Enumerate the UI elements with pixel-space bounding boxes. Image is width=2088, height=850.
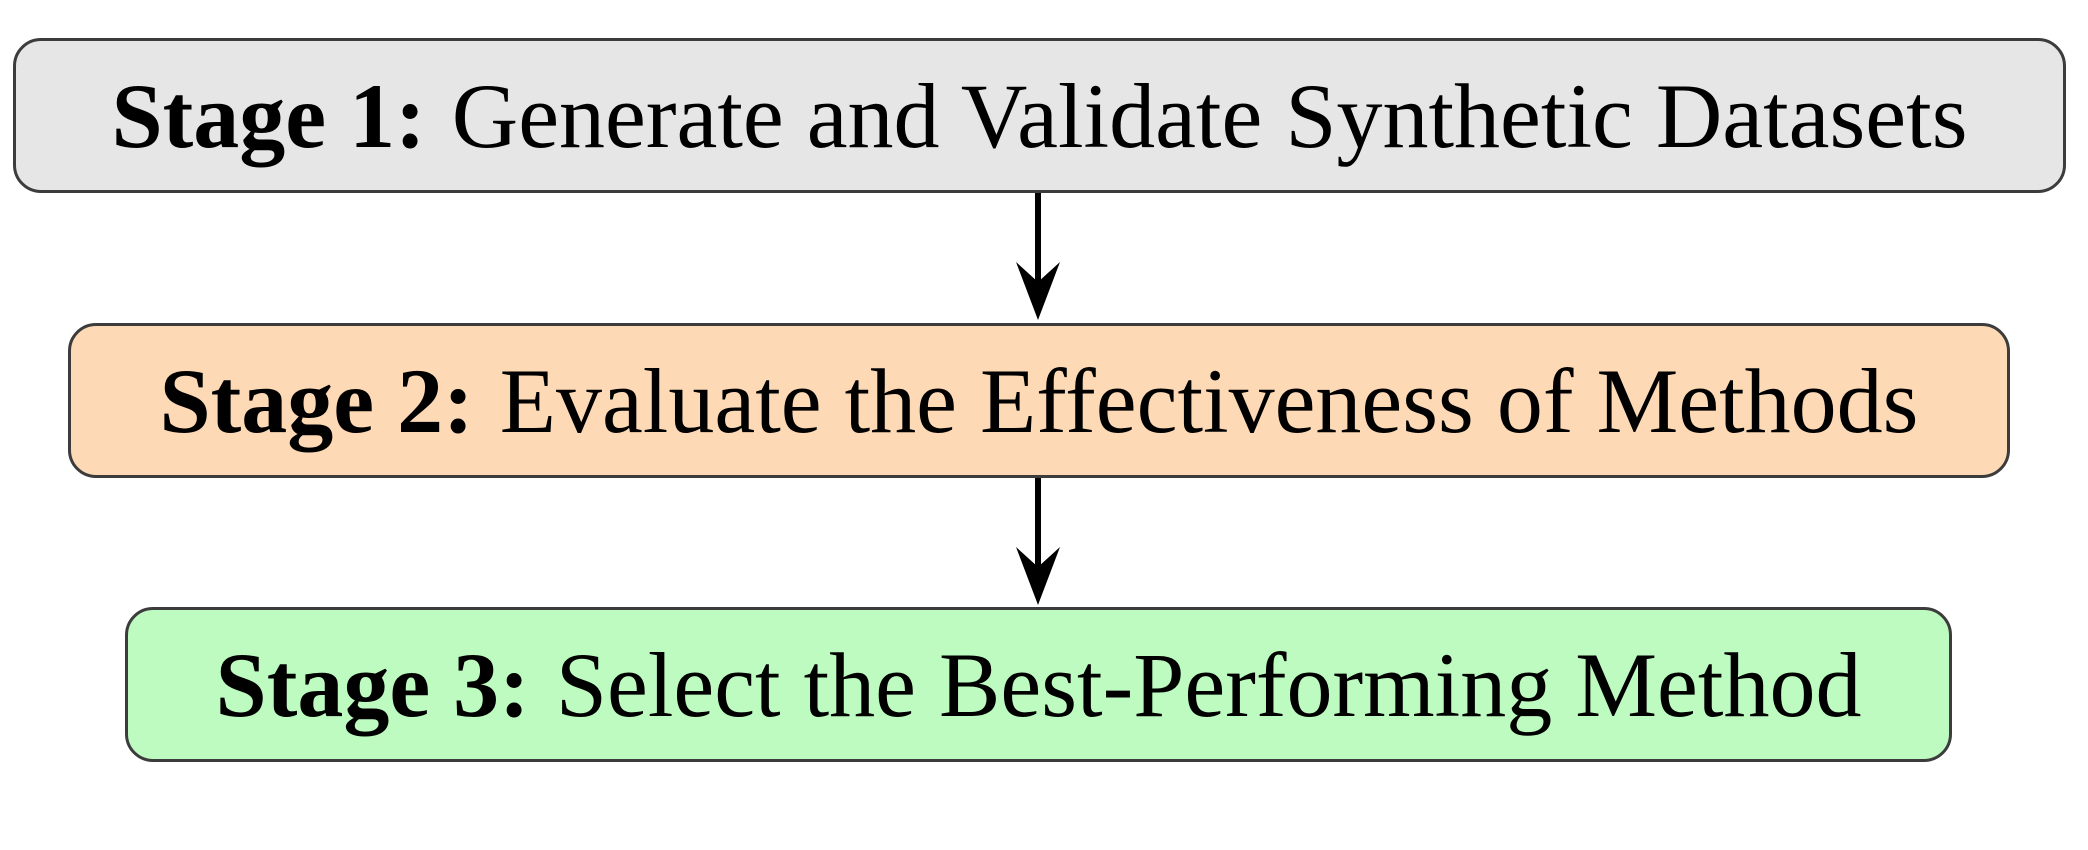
stage-2-box: Stage 2: Evaluate the Effectiveness of M… bbox=[68, 323, 2010, 478]
stage-3-text: Select the Best-Performing Method bbox=[555, 633, 1862, 736]
stage-2-text: Evaluate the Effectiveness of Methods bbox=[499, 349, 1919, 452]
stage-1-label: Stage 1: bbox=[111, 64, 426, 167]
stage-3-box: Stage 3: Select the Best-Performing Meth… bbox=[125, 607, 1952, 762]
arrow-stage1-to-stage2 bbox=[1016, 193, 1060, 320]
stage-2-label: Stage 2: bbox=[159, 349, 474, 452]
stage-1-box: Stage 1: Generate and Validate Synthetic… bbox=[13, 38, 2066, 193]
arrow-stage2-to-stage3 bbox=[1016, 478, 1060, 605]
stage-1-text: Generate and Validate Synthetic Datasets bbox=[451, 64, 1968, 167]
stage-3-label: Stage 3: bbox=[215, 633, 530, 736]
